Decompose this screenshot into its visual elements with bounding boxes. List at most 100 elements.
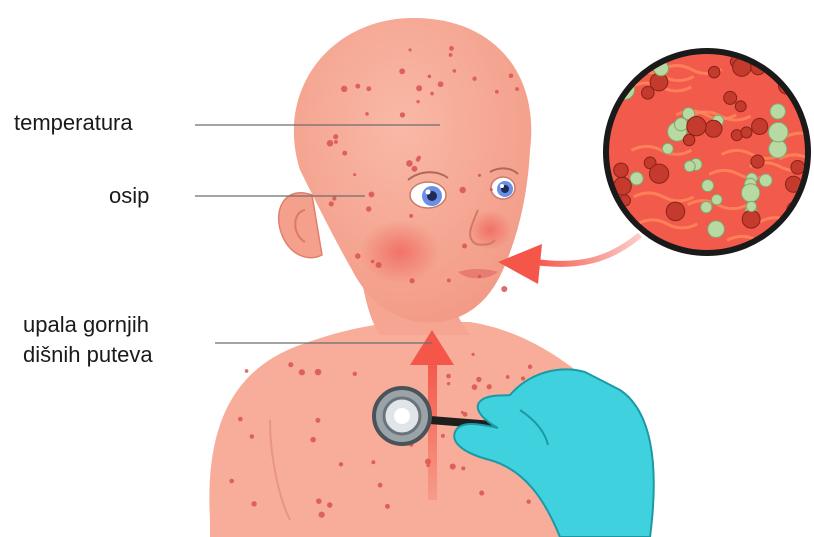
microbe [791, 161, 805, 175]
rash-spot [332, 196, 336, 200]
rash-spot [334, 140, 338, 144]
microbe [649, 164, 668, 183]
microbe [769, 140, 787, 158]
rash-spot [453, 69, 457, 73]
rash-spot [501, 286, 507, 292]
rash-spot [378, 483, 383, 488]
rash-spot [399, 68, 405, 74]
rash-spot [316, 498, 322, 504]
rash-spot [369, 191, 375, 197]
rash-spot [371, 460, 375, 464]
microbe [791, 236, 803, 248]
rash-spot [441, 434, 445, 438]
microbe [759, 174, 772, 187]
rash-spot [449, 53, 453, 57]
rash-spot [410, 278, 415, 283]
microbe [712, 194, 723, 205]
rash-spot [438, 81, 444, 87]
microbe [641, 86, 654, 99]
microbe [792, 216, 806, 230]
rash-spot [333, 134, 338, 139]
rash-spot [245, 369, 249, 373]
rash-spot [528, 365, 532, 369]
rash-spot [471, 353, 474, 356]
rash-spot [526, 499, 530, 503]
microbe [741, 127, 752, 138]
rash-spot [366, 206, 371, 211]
rash-spot [495, 90, 499, 94]
rash-spot [478, 174, 481, 177]
rash-spot [472, 384, 478, 390]
microbe [675, 118, 688, 131]
rash-spot [416, 85, 422, 91]
microbe [742, 210, 760, 228]
microbe [662, 143, 673, 154]
rash-spot [449, 46, 454, 51]
rash-spot [355, 253, 361, 259]
rash-spot [327, 140, 333, 146]
magnifier-view-icon [603, 48, 814, 256]
rash-spot [341, 86, 347, 92]
microbe [786, 52, 805, 71]
microbe [752, 118, 768, 134]
rash-spot [461, 466, 465, 470]
rash-spot [487, 384, 492, 389]
label-rash: osip [109, 181, 149, 211]
rash-spot [339, 462, 343, 466]
label-respiratory-line2: dišnih puteva [23, 340, 153, 370]
label-respiratory-line1: upala gornjih [23, 310, 153, 340]
rash-spot [462, 244, 467, 249]
rash-spot [315, 418, 320, 423]
rash-spot [229, 479, 234, 484]
microbe [791, 65, 806, 80]
microbe [666, 202, 685, 221]
microbe [614, 163, 629, 178]
rash-spot [353, 372, 357, 376]
rash-spot [250, 434, 254, 438]
rash-spot [400, 112, 405, 117]
rash-spot [366, 86, 371, 91]
microbe [770, 104, 785, 119]
rash-spot [385, 504, 390, 509]
fiber [784, 220, 814, 228]
microbe [751, 155, 764, 168]
rash-spot [315, 369, 322, 376]
rash-spot [478, 275, 482, 279]
microbe [630, 172, 643, 185]
rash-spot [353, 173, 356, 176]
rash-spot [238, 417, 243, 422]
rash-spot [327, 502, 332, 507]
rash-spot [329, 201, 334, 206]
rash-spot [416, 100, 419, 103]
rash-spot [472, 77, 476, 81]
microbe [741, 184, 759, 202]
rash-spot [430, 92, 434, 96]
rash-spot [450, 464, 456, 470]
label-respiratory: upala gornjih dišnih puteva [23, 310, 153, 370]
rash-spot [342, 151, 347, 156]
rash-spot [299, 369, 305, 375]
rash-spot [310, 437, 316, 443]
microbe [776, 53, 793, 70]
rash-spot [365, 112, 369, 116]
microbe [724, 91, 737, 104]
rash-spot [408, 48, 411, 51]
rash-spot [459, 187, 465, 193]
microbe [705, 120, 722, 137]
rash-spot [409, 214, 413, 218]
rash-spot [506, 375, 510, 379]
rash-spot [479, 491, 484, 496]
microbe [684, 161, 695, 172]
rash-spot [288, 362, 293, 367]
rash-spot [376, 262, 382, 268]
rash-spot [428, 75, 432, 79]
rash-spot [412, 166, 418, 172]
microbe [746, 201, 756, 211]
rash-spot [319, 512, 325, 518]
rash-spot [416, 157, 420, 161]
rash-spot [509, 73, 514, 78]
rash-spot [476, 377, 481, 382]
rash-spot [521, 376, 525, 380]
microbe [708, 66, 719, 77]
